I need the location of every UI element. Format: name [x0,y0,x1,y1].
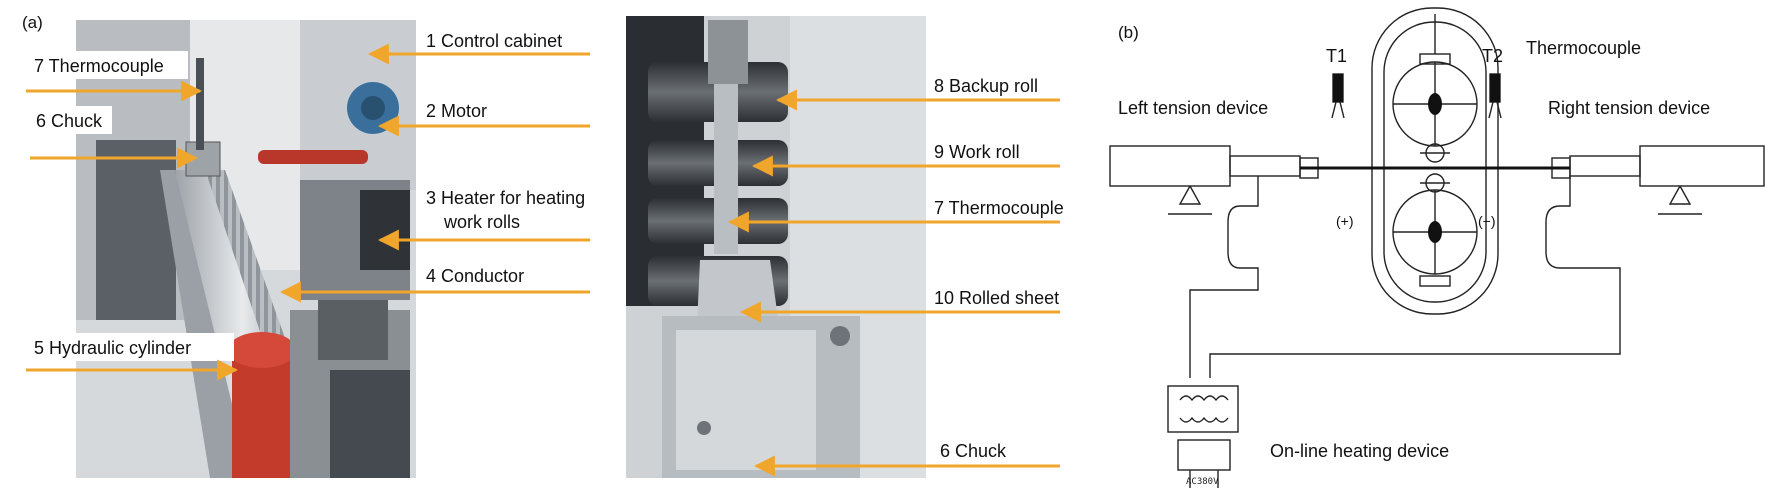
thermocouple-t2-probe [1490,74,1500,102]
label-t2: T2 [1482,46,1503,66]
label-heater-line1: 3 Heater for heating [426,188,585,208]
label-left-tension: Left tension device [1118,98,1268,118]
upper-roll-core [1428,93,1442,115]
label-hydraulic-cylinder: 5 Hydraulic cylinder [34,338,191,358]
lower-roll-core [1428,221,1442,243]
label-backup-roll: 8 Backup roll [934,76,1038,96]
right-photo [626,16,926,478]
label-motor: 2 Motor [426,101,487,121]
left-photo [76,20,416,478]
label-plus: (+) [1336,213,1354,229]
panel-a-tag: (a) [22,13,43,32]
label-chuck-left: 6 Chuck [36,111,103,131]
schematic [1109,7,1765,488]
label-control-cabinet: 1 Control cabinet [426,31,562,51]
label-online-heating: On-line heating device [1270,441,1449,461]
label-t1: T1 [1326,46,1347,66]
label-minus: (−) [1478,213,1496,229]
label-thermocouple-b: Thermocouple [1526,38,1641,58]
label-heater-line2: work rolls [443,212,520,232]
panel-b-tag: (b) [1118,23,1139,42]
label-thermocouple-left: 7 Thermocouple [34,56,164,76]
thermocouple-t1-probe [1333,74,1343,102]
label-thermocouple-right: 7 Thermocouple [934,198,1064,218]
label-power: AC380V [1186,477,1219,487]
label-conductor: 4 Conductor [426,266,524,286]
label-work-roll: 9 Work roll [934,142,1020,162]
label-rolled-sheet: 10 Rolled sheet [934,288,1059,308]
label-right-tension: Right tension device [1548,98,1710,118]
label-chuck-right: 6 Chuck [940,441,1007,461]
